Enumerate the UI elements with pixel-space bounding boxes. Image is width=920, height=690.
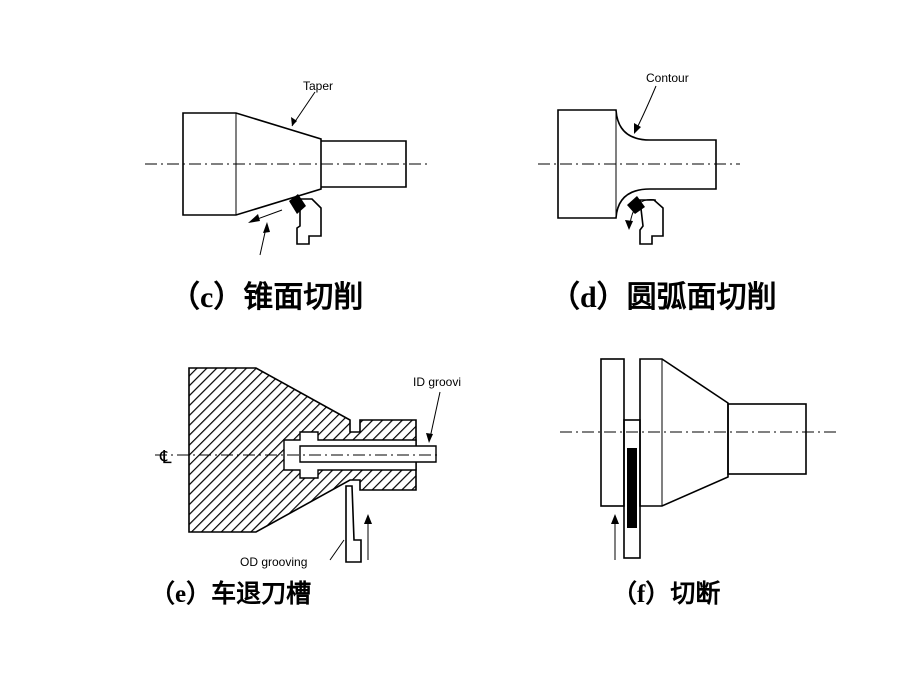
id-grooving-leader [429, 391, 441, 439]
contour-path-arrow [629, 199, 657, 225]
taper-tool-insert [289, 194, 306, 214]
contour-path-arrowhead [625, 220, 633, 230]
od-grooving-label: OD grooving [240, 555, 307, 569]
cutoff-feed-arrow [611, 514, 619, 524]
cutoff-caption: （f）切断 [612, 579, 720, 608]
taper-tool-holder [296, 198, 322, 245]
cutoff-right-part [639, 358, 729, 507]
cutoff-left-part [600, 358, 625, 507]
cutoff-tool-outline [623, 419, 641, 559]
grooving-caption: （e）车退刀槽 [150, 579, 311, 608]
od-grooving-feed-arrow [364, 514, 372, 524]
grooving-id-bar [299, 445, 437, 463]
taper-feed-arrow [248, 214, 260, 223]
panel-f-cutoff: （f）切断 [560, 358, 836, 608]
id-grooving-label: ID groovi [413, 375, 461, 389]
taper-small-shaft [321, 140, 407, 188]
contour-tool-holder [639, 199, 664, 245]
contour-leader-arrow [634, 123, 641, 134]
id-grooving-arrow [426, 433, 433, 443]
taper-label: Taper [303, 79, 333, 93]
od-grooving-leader [329, 539, 345, 561]
taper-caption: （c）锥面切削 [170, 280, 363, 314]
centerline-symbol: ℄ [159, 447, 172, 467]
taper-radial-arrow [263, 222, 270, 233]
cutoff-shaft [727, 403, 807, 475]
contour-workpiece [557, 109, 717, 219]
cutoff-tool-blade [627, 448, 637, 528]
panel-c-taper: Taper （c）锥面切削 [145, 79, 428, 314]
panel-d-contour: Contour （d）圆弧面切削 [538, 71, 777, 314]
contour-label: Contour [646, 71, 689, 85]
contour-tool-insert [627, 196, 645, 214]
od-grooving-tool [345, 485, 362, 563]
contour-leader [635, 85, 657, 131]
taper-leader-arrow [291, 117, 297, 126]
contour-caption: （d）圆弧面切削 [550, 280, 777, 314]
panel-e-grooving: ℄ ID groovi OD grooving （e）车退刀槽 [150, 367, 461, 608]
